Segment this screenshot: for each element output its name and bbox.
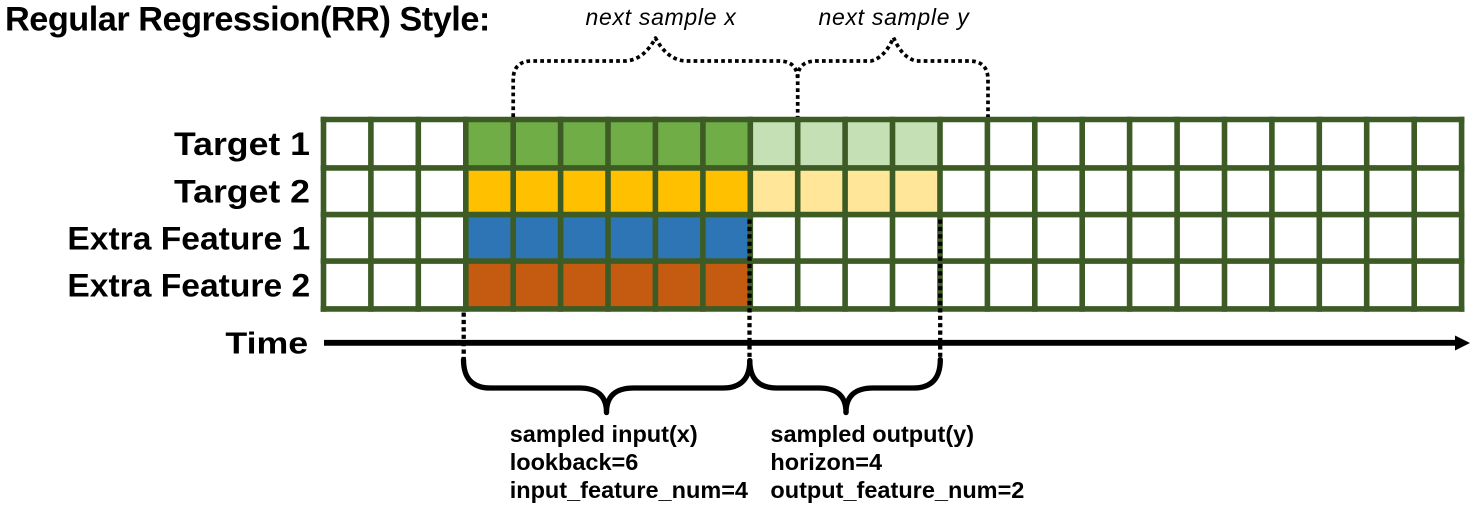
svg-text:Target 2: Target 2: [174, 173, 310, 209]
svg-text:Regular Regression(RR) Style:: Regular Regression(RR) Style:: [5, 1, 490, 39]
svg-text:input_feature_num=4: input_feature_num=4: [510, 477, 748, 503]
svg-text:lookback=6: lookback=6: [510, 449, 639, 475]
svg-text:Time: Time: [225, 327, 308, 361]
svg-text:next sample y: next sample y: [819, 4, 971, 30]
svg-text:next sample x: next sample x: [586, 4, 738, 30]
svg-text:Extra Feature 2: Extra Feature 2: [67, 267, 310, 303]
svg-text:output_feature_num=2: output_feature_num=2: [770, 477, 1024, 503]
svg-text:Target 1: Target 1: [174, 126, 310, 162]
svg-text:sampled output(y): sampled output(y): [770, 421, 974, 447]
svg-text:horizon=4: horizon=4: [770, 449, 882, 475]
svg-text:sampled input(x): sampled input(x): [510, 421, 698, 447]
svg-text:Extra Feature 1: Extra Feature 1: [67, 220, 310, 256]
